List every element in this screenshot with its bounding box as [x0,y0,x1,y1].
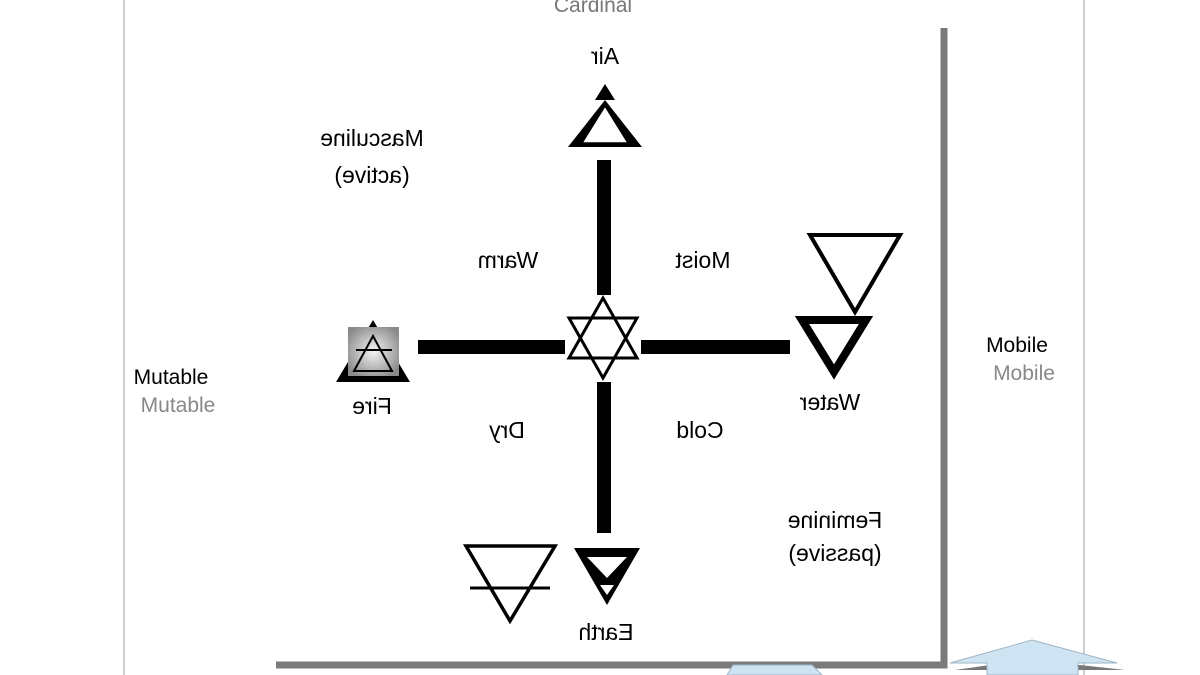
water-symbol-icon [794,316,874,380]
label-earth: Earth [579,619,634,645]
label-moist: Moist [675,247,731,273]
bar-left [418,340,565,354]
label-cold: Cold [676,417,723,443]
bar-right [641,340,790,354]
arrow-left-bottom [726,664,823,675]
earth-alt-symbol-icon [462,544,559,625]
fire-symbol-icon [336,320,410,382]
label-water: Water [799,389,860,415]
water-alt-symbol-icon [806,233,904,316]
label-warm: Warm [478,247,538,273]
inner-frame [276,28,948,669]
bar-up [597,160,611,295]
label-air: Air [591,43,619,69]
label-mobile-shadow: Mobile [993,362,1055,385]
earth-symbol-icon [574,548,640,605]
label-fire: Fire [352,393,392,419]
arrow-right-bottom [949,639,1125,675]
label-dry: Dry [489,417,525,443]
hexagram-icon [566,294,640,382]
label-active: (active) [334,162,409,188]
label-masculine: Masculine [320,125,424,151]
label-mutable-shadow: Mutable [141,394,216,417]
label-feminine: Feminine [788,507,883,533]
label-mobile: Mobile [986,334,1048,357]
air-symbol-icon [568,84,642,147]
bar-down [597,382,611,533]
label-passive: (passive) [788,540,881,566]
label-mutable: Mutable [134,366,209,389]
label-cardinal: Cardinal [554,0,632,17]
